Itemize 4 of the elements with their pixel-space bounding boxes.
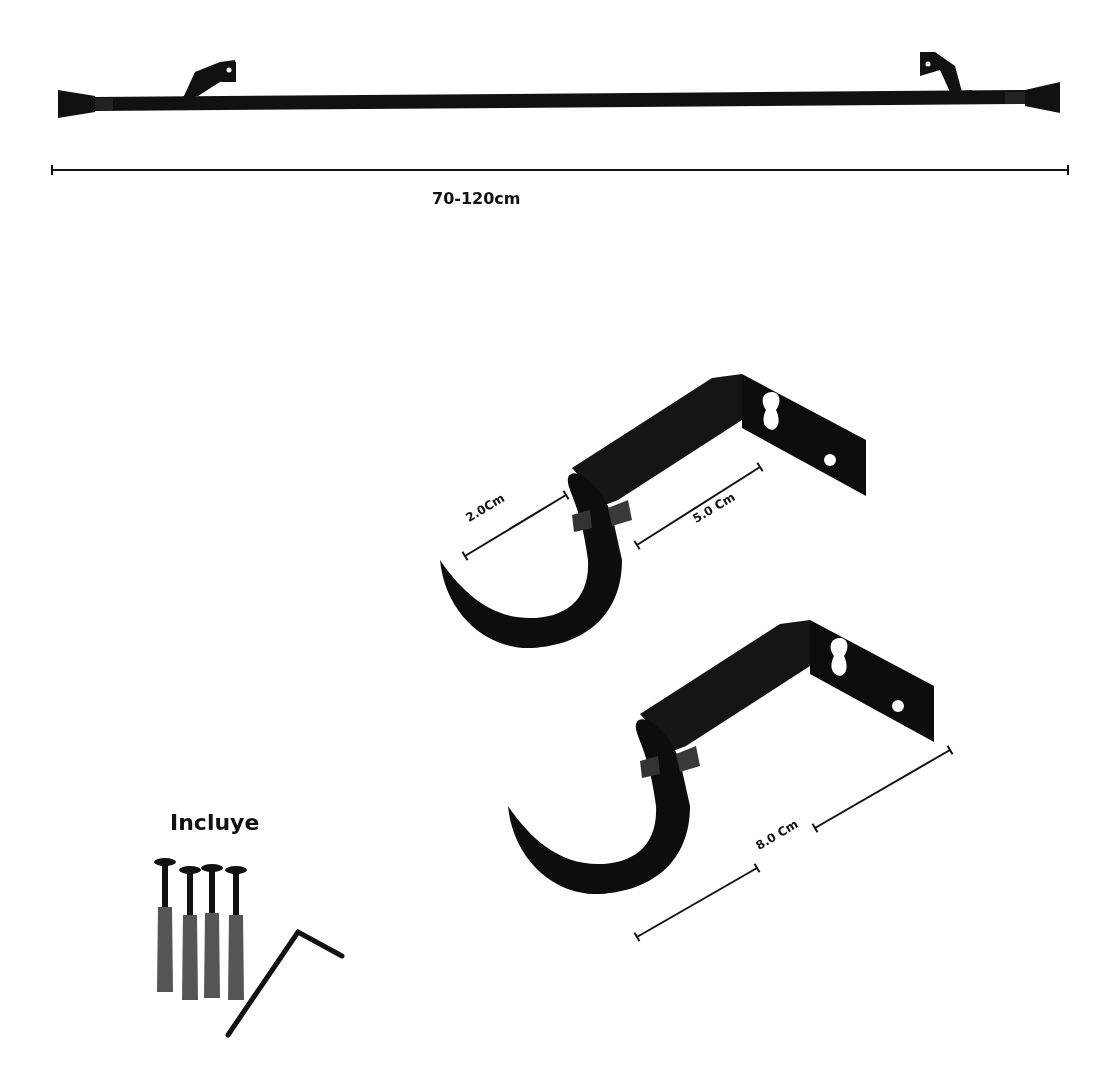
heading: Incluye <box>170 812 260 834</box>
dimension-label: 70-120cm <box>432 191 521 207</box>
dimension-label: 8.0 Cm <box>753 817 801 852</box>
dimension-label: 5.0 Cm <box>690 490 738 525</box>
